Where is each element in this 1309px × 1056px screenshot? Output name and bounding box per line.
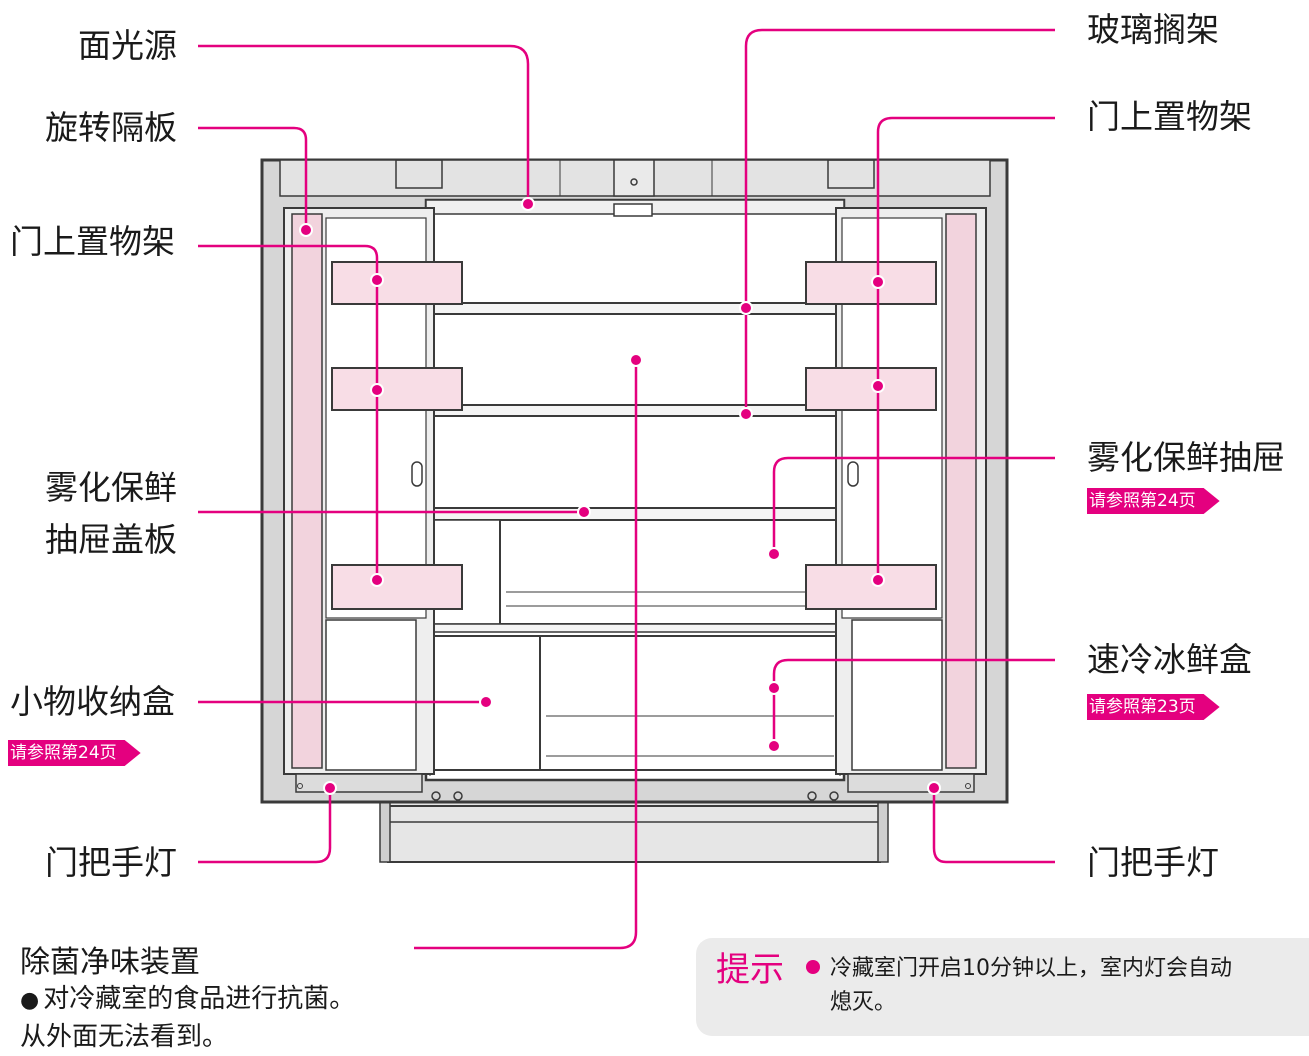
dot-rotating-partition <box>299 223 313 237</box>
leader-door-shelf-left <box>198 244 379 580</box>
label-door-shelf-right: 门上置物架 <box>1087 97 1252 136</box>
deodorizer-title: 除菌净味装置 <box>20 945 200 980</box>
leader-lines <box>198 28 1055 950</box>
dot-door-shelf-right-1 <box>871 275 885 289</box>
bullet-icon <box>806 960 820 974</box>
dot-glass-shelf-1 <box>739 301 753 315</box>
deodorizer-line1-row: ●对冷藏室的食品进行抗菌。 <box>20 981 355 1019</box>
left-door-bins <box>331 261 463 610</box>
right-door-bins <box>805 261 937 610</box>
dot-door-shelf-right-2 <box>871 379 885 393</box>
dot-mist-cover <box>577 505 591 519</box>
ref-mist-drawer[interactable]: 请参照第24页 <box>1087 488 1220 514</box>
tip-line1-row: 冷藏室门开启10分钟以上，室内灯会自动 <box>806 952 1306 986</box>
label-small-storage: 小物收纳盒 <box>10 682 175 721</box>
dot-door-shelf-left-3 <box>370 573 384 587</box>
leader-door-shelf-right <box>876 116 1055 580</box>
label-door-light-right: 门把手灯 <box>1087 843 1219 882</box>
tip-text: 冷藏室门开启10分钟以上，室内灯会自动 熄灭。 <box>806 952 1306 1020</box>
deodorizer-line1: 对冷藏室的食品进行抗菌。 <box>43 984 356 1014</box>
leader-glass-shelf <box>744 28 1055 414</box>
deodorizer-line2: 从外面无法看到。 <box>20 1022 229 1052</box>
tip-title: 提示 <box>716 950 784 990</box>
tip-line2: 熄灭。 <box>830 990 897 1015</box>
ref-quick-chill-box[interactable]: 请参照第23页 <box>1087 694 1220 720</box>
leader-door-light-right <box>932 788 1055 864</box>
dot-quick-chill-2 <box>767 739 781 753</box>
leader-surface-light <box>198 44 530 204</box>
label-mist-cover-line2: 抽屉盖板 <box>45 520 177 559</box>
bullet-icon: ● <box>20 988 40 1013</box>
label-quick-chill-box: 速冷冰鲜盒 <box>1087 640 1252 679</box>
leader-deodorizer <box>414 360 638 950</box>
dot-surface-light <box>521 197 535 211</box>
dot-glass-shelf-2 <box>739 407 753 421</box>
dot-quick-chill-1 <box>767 681 781 695</box>
leader-door-light-left <box>198 788 332 864</box>
dot-door-shelf-right-3 <box>871 573 885 587</box>
leader-rotating-partition <box>198 126 308 230</box>
label-door-shelf-left: 门上置物架 <box>10 222 175 261</box>
dot-small-storage <box>479 695 493 709</box>
label-rotating-partition: 旋转隔板 <box>45 108 177 147</box>
label-surface-light: 面光源 <box>78 26 177 65</box>
dot-mist-drawer <box>767 547 781 561</box>
label-mist-cover: 雾化保鲜 抽屉盖板 <box>45 462 177 566</box>
label-mist-cover-line1: 雾化保鲜 <box>45 468 177 507</box>
label-glass-shelf: 玻璃搁架 <box>1087 10 1219 49</box>
leader-quick-chill <box>772 658 1055 746</box>
leader-mist-drawer <box>772 456 1055 554</box>
dot-door-light-left <box>323 781 337 795</box>
dot-door-shelf-left-2 <box>370 383 384 397</box>
dot-deodorizer <box>629 353 643 367</box>
label-door-light-left: 门把手灯 <box>45 843 177 882</box>
label-mist-drawer: 雾化保鲜抽屉 <box>1087 438 1285 477</box>
tip-box: 提示 冷藏室门开启10分钟以上，室内灯会自动 熄灭。 <box>696 938 1309 1036</box>
ref-small-storage[interactable]: 请参照第24页 <box>8 740 141 766</box>
dot-door-light-right <box>927 781 941 795</box>
dot-door-shelf-left-1 <box>370 273 384 287</box>
leader-dots <box>299 197 941 795</box>
tip-line1: 冷藏室门开启10分钟以上，室内灯会自动 <box>830 956 1232 981</box>
deodorizer-note: 除菌净味装置 ●对冷藏室的食品进行抗菌。 从外面无法看到。 <box>20 944 355 1056</box>
